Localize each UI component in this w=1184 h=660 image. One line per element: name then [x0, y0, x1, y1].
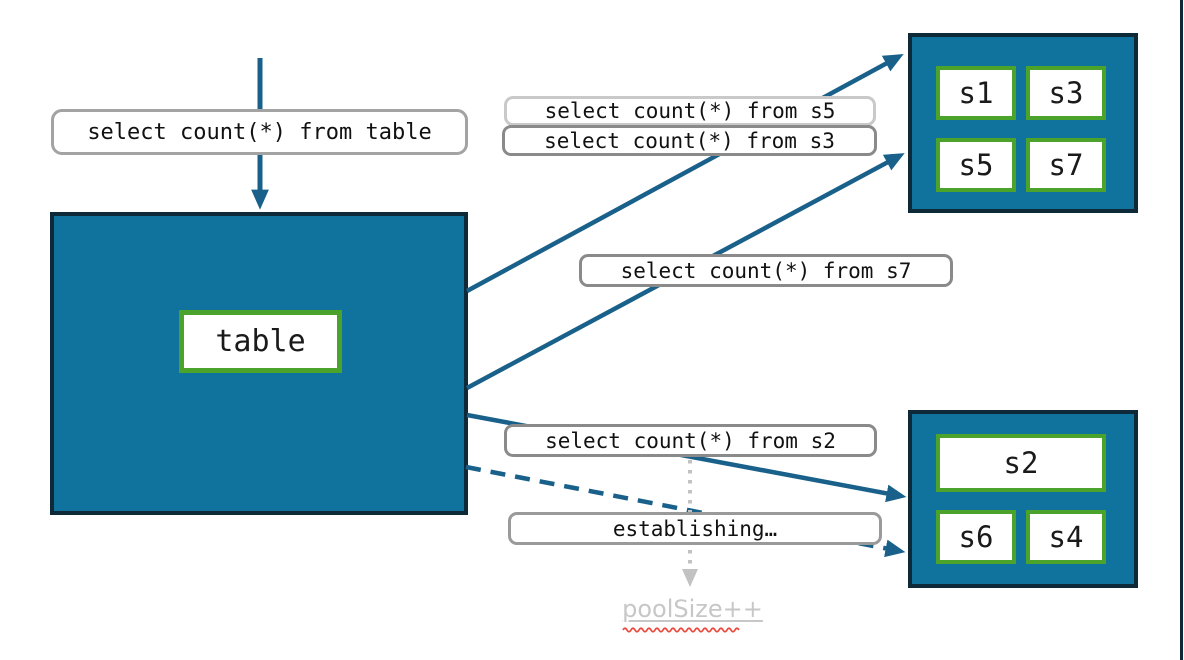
shard-s2: s2 — [936, 434, 1106, 492]
shard-s7: s7 — [1026, 138, 1106, 192]
label-query-s3: select count(*) from s3 — [502, 125, 877, 156]
label-query-s2: select count(*) from s2 — [504, 424, 877, 457]
shard-group-top: s1 s3 s5 s7 — [908, 33, 1138, 213]
shard-s6-label: s6 — [958, 520, 994, 554]
shard-s3: s3 — [1026, 66, 1106, 120]
label-query-s7: select count(*) from s7 — [579, 254, 953, 287]
shard-s2-label: s2 — [1003, 446, 1039, 480]
squiggle-path — [622, 627, 740, 633]
label-query-s2-text: select count(*) from s2 — [545, 428, 836, 453]
label-query-s7-text: select count(*) from s7 — [620, 258, 912, 283]
shard-group-bottom: s2 s6 s4 — [908, 410, 1138, 588]
label-establishing-text: establishing… — [612, 516, 778, 541]
label-query-s5: select count(*) from s5 — [504, 96, 876, 126]
label-query-s5-text: select count(*) from s5 — [544, 99, 836, 123]
label-query-table-text: select count(*) from table — [87, 119, 432, 145]
slide-edge-line — [1180, 0, 1183, 660]
shard-s6: s6 — [936, 510, 1016, 564]
shard-s5: s5 — [936, 138, 1016, 192]
spellcheck-squiggle — [622, 627, 740, 633]
shard-s4: s4 — [1026, 510, 1106, 564]
poolsize-note: poolSize++ — [622, 595, 763, 623]
table-chip: table — [179, 310, 342, 373]
shard-s7-label: s7 — [1048, 148, 1084, 182]
shard-s5-label: s5 — [958, 148, 994, 182]
shard-s1: s1 — [936, 66, 1016, 120]
label-query-table: select count(*) from table — [51, 109, 468, 155]
shard-s1-label: s1 — [958, 76, 994, 110]
label-establishing: establishing… — [508, 512, 882, 545]
label-query-s3-text: select count(*) from s3 — [544, 128, 835, 153]
shard-s4-label: s4 — [1048, 520, 1084, 554]
shard-s3-label: s3 — [1048, 76, 1084, 110]
table-label: table — [215, 324, 306, 359]
